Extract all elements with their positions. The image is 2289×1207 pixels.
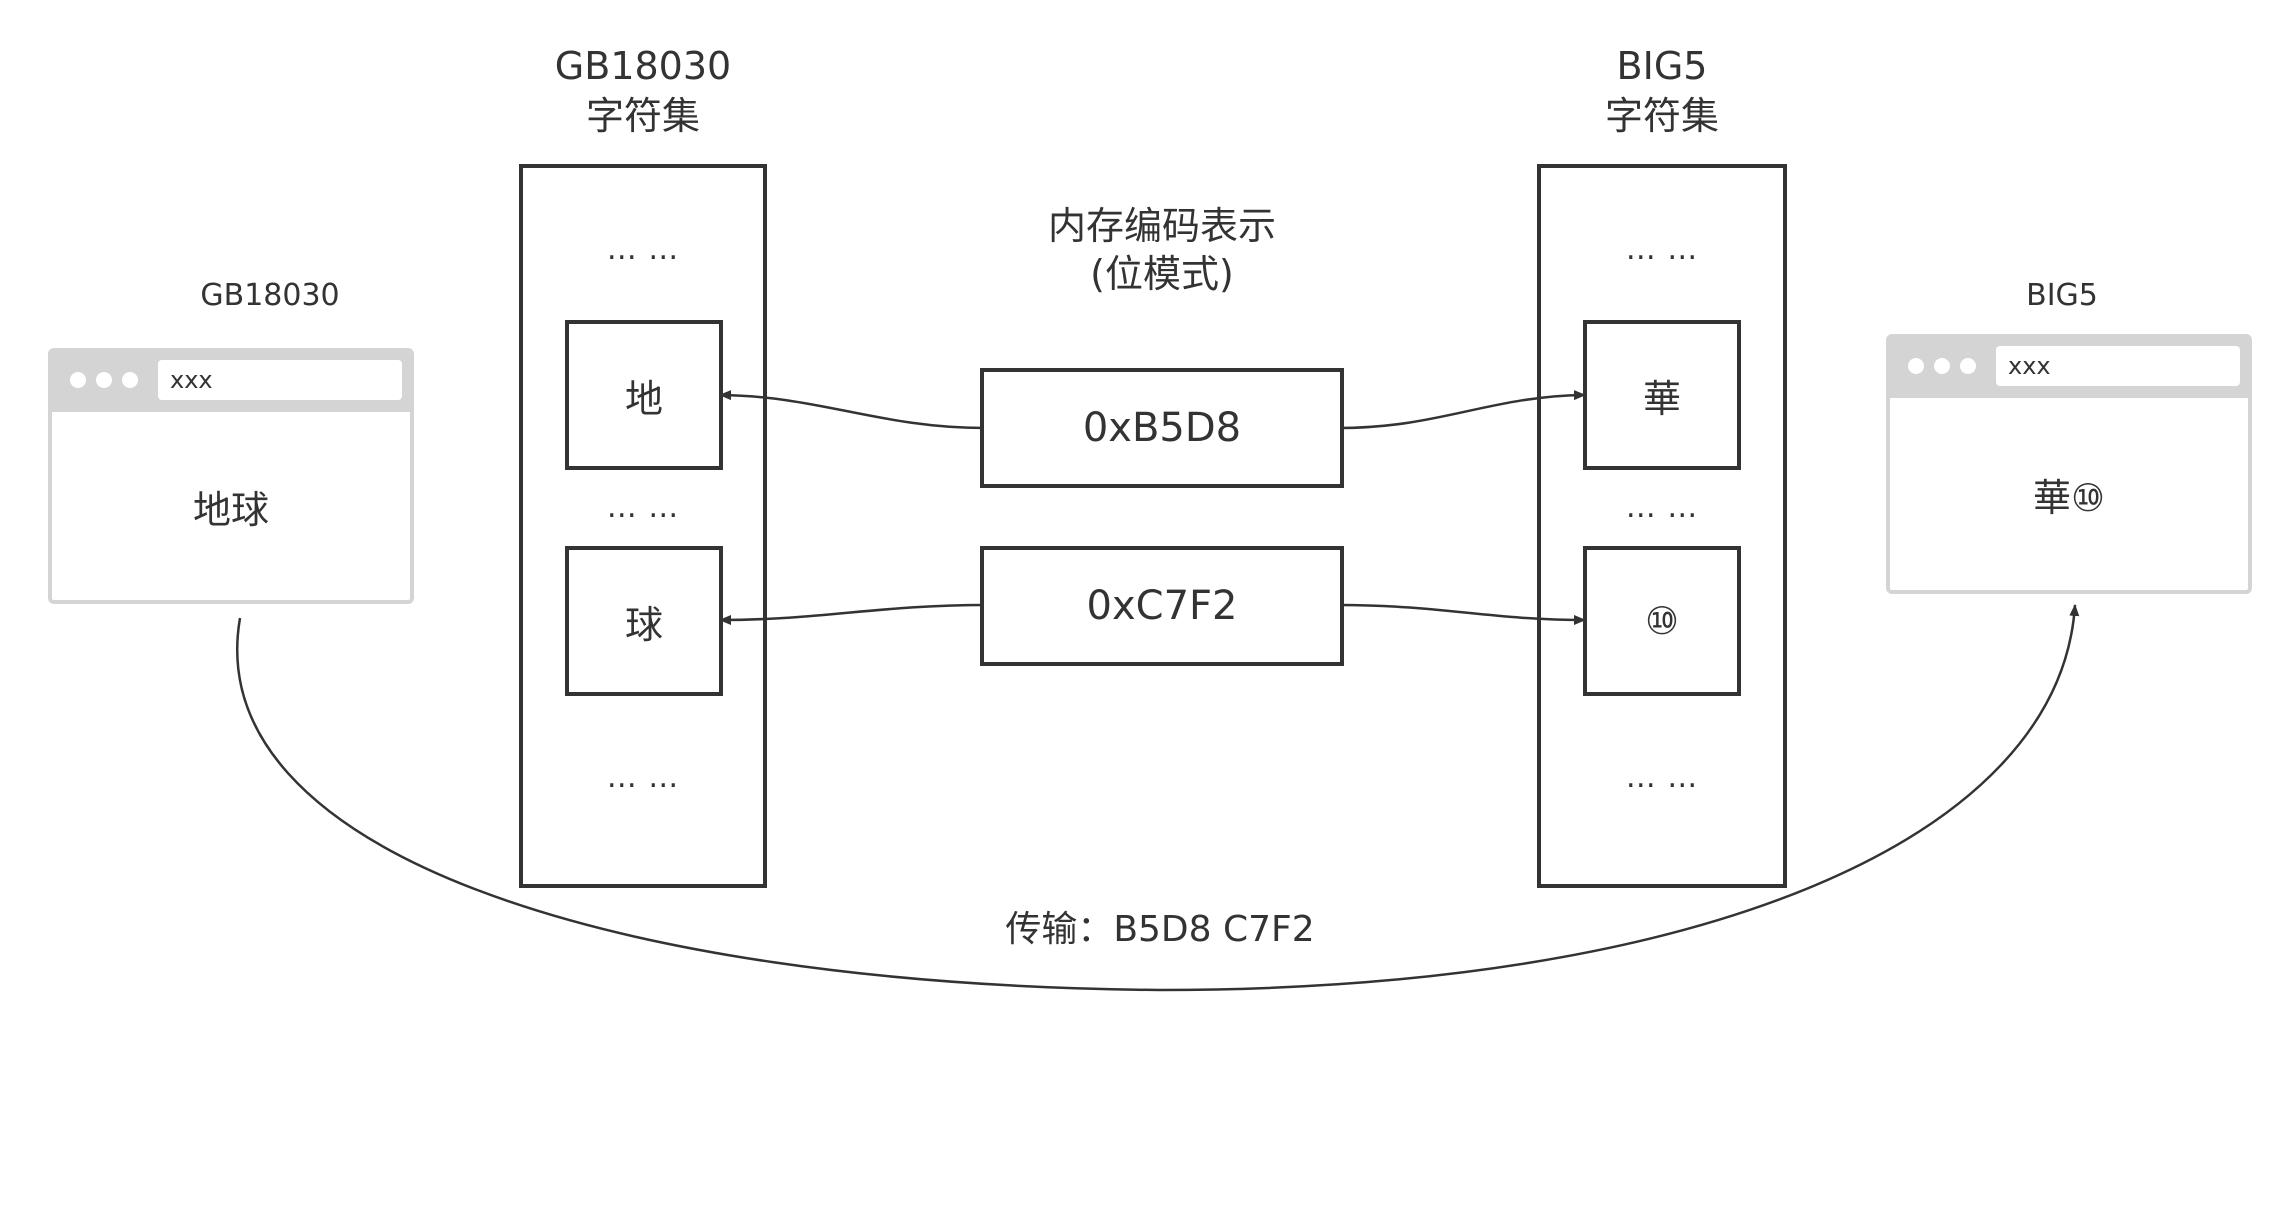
big5-ellipsis-bottom: … … (1625, 760, 1699, 795)
left-browser-toolbar: xxx (52, 352, 410, 412)
memory-title-line1: 内存编码表示 (1047, 204, 1276, 248)
transfer-label: 传输：B5D8 C7F2 (1005, 909, 1315, 950)
right-browser-content: 華⑩ (2032, 475, 2106, 520)
memory-title-line2: (位模式) (1090, 252, 1234, 296)
window-dot-icon (70, 372, 86, 388)
left-browser-title: GB18030 (200, 278, 340, 313)
window-dot-icon (96, 372, 112, 388)
gb-ellipsis-mid: … … (606, 490, 680, 525)
gb-charset-title-line2: 字符集 (585, 94, 700, 138)
gb-charset-column (519, 164, 767, 888)
code-box-c7f2: 0xC7F2 (980, 546, 1344, 666)
window-dot-icon (1960, 358, 1976, 374)
big5-cell-ten: ⑩ (1583, 546, 1741, 696)
right-address-bar[interactable]: xxx (1996, 346, 2240, 386)
code-box-b5d8: 0xB5D8 (980, 368, 1344, 488)
gb-cell-di: 地 (565, 320, 723, 470)
gb-cell-qiu: 球 (565, 546, 723, 696)
right-browser-toolbar: xxx (1890, 338, 2248, 398)
big5-charset-title-line1: BIG5 (1616, 44, 1708, 88)
big5-charset-title-line2: 字符集 (1604, 94, 1719, 138)
left-address-bar[interactable]: xxx (158, 360, 402, 400)
gb-ellipsis-bottom: … … (606, 760, 680, 795)
big5-cell-hua: 華 (1583, 320, 1741, 470)
right-browser-title: BIG5 (2026, 278, 2098, 313)
right-browser-window: xxx 華⑩ (1886, 334, 2252, 594)
left-browser-window: xxx 地球 (48, 348, 414, 604)
left-browser-content: 地球 (192, 487, 269, 532)
big5-ellipsis-top: … … (1625, 232, 1699, 267)
gb-charset-title-line1: GB18030 (554, 44, 732, 88)
big5-ellipsis-mid: … … (1625, 490, 1699, 525)
window-dot-icon (1908, 358, 1924, 374)
gb-ellipsis-top: … … (606, 232, 680, 267)
big5-charset-column (1537, 164, 1787, 888)
window-dot-icon (122, 372, 138, 388)
window-dot-icon (1934, 358, 1950, 374)
